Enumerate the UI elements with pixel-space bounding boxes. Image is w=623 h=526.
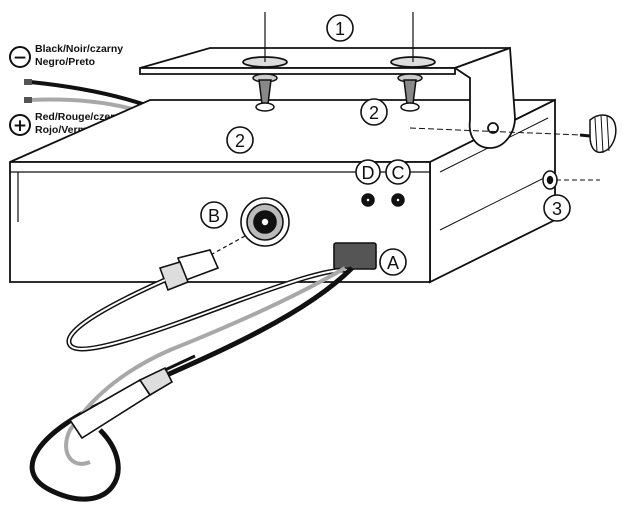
jack-d [361,193,375,207]
negative-wire-badge: − [9,46,31,68]
callout-screw-left: 2 [226,126,254,154]
negative-wire-label-line2: Negro/Preto [35,56,95,68]
callout-washer: 3 [543,194,571,222]
callout-connector-b-text: B [208,206,220,226]
power-cable [29,266,354,502]
antenna-connector [240,197,290,247]
antenna-cable [66,235,351,352]
callout-connector-b: B [200,201,228,229]
positive-sign: + [13,116,27,136]
mounting-screw-left [252,73,278,112]
callout-bracket: 1 [326,14,354,42]
callout-jack-c: C [385,159,411,185]
callout-jack-c-text: C [392,163,405,183]
callout-bracket-text: 1 [335,19,345,39]
callout-screw-right-text: 2 [369,103,379,123]
mounting-screw-right [397,73,423,112]
radio-body [9,98,556,284]
negative-sign: − [13,48,27,68]
callout-connector-a-text: A [387,253,399,273]
callout-screw-left-text: 2 [235,131,245,151]
callout-connector-a: A [379,248,407,276]
thumb-knob [409,114,617,154]
mounting-bracket [139,12,516,149]
positive-wire-badge: + [9,114,31,136]
callout-jack-d-text: D [362,163,375,183]
washer [542,170,600,190]
negative-wire-label-line1: Black/Noir/czarny [35,43,123,55]
callout-jack-d: D [355,159,381,185]
power-connector [333,242,377,270]
callout-washer-text: 3 [552,199,562,219]
callout-screw-right: 2 [360,98,388,126]
jack-c [391,193,405,207]
